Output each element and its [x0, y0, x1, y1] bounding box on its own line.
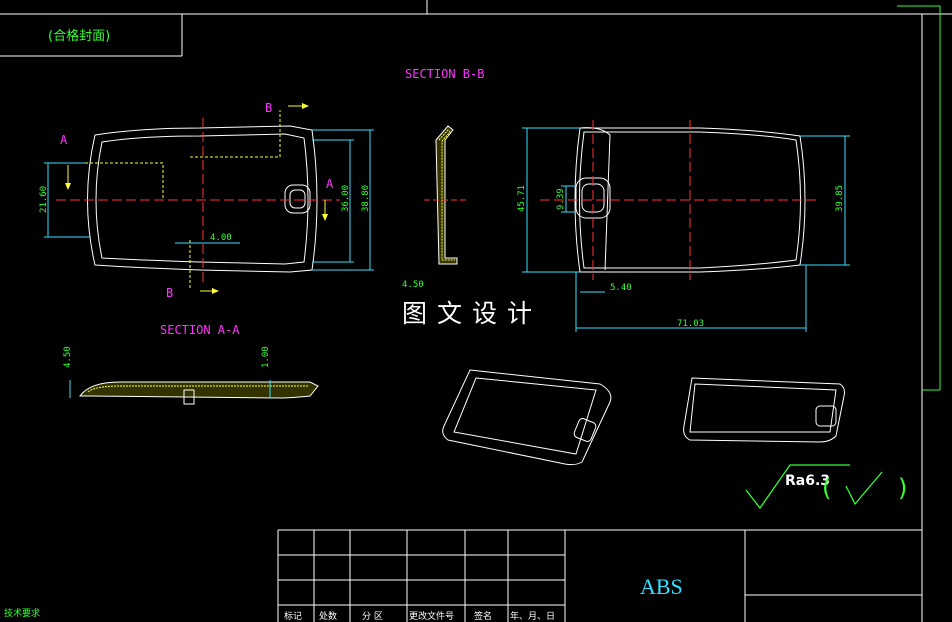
- section-bb-view: 4.50: [402, 125, 466, 290]
- isometric-view-open: [442, 369, 612, 466]
- label-b-bottom: B: [166, 286, 173, 300]
- dim-1-00: 1.00: [261, 346, 271, 368]
- header-signature: 签名: [474, 610, 492, 622]
- section-aa-view: 4.50 1.00: [63, 346, 319, 405]
- dim-4-00: 4.00: [210, 233, 232, 243]
- dim-39-85: 39.85: [835, 185, 845, 212]
- tech-requirements: 技术要求: [4, 607, 40, 619]
- title-block-label: (合格封面): [48, 28, 110, 44]
- dim-38-80: 38.80: [361, 185, 371, 212]
- header-mark: 标记: [284, 610, 302, 622]
- roughness-paren-right: ): [898, 474, 907, 502]
- title-table: [278, 530, 922, 622]
- header-date: 年、月、日: [510, 610, 555, 622]
- corner-mark: [897, 5, 941, 391]
- title-table-headers: 标记 处数 分 区 更改文件号 签名 年、月、日: [284, 610, 555, 622]
- roughness-symbol: [745, 464, 883, 510]
- plan-view: A A B B 21.60 36.00 38.80 4.00: [39, 101, 374, 300]
- dim-45-71: 45.71: [517, 185, 527, 212]
- isometric-view-closed: [683, 377, 845, 443]
- dim-4-50-aa: 4.50: [63, 346, 73, 368]
- side-view: 45.71 9.39 39.85 5.40 71.03: [517, 120, 850, 332]
- dim-4-50-top: 4.50: [402, 280, 424, 290]
- dim-9-39: 9.39: [556, 188, 566, 210]
- material-label: ABS: [640, 574, 683, 599]
- header-count: 处数: [319, 610, 337, 622]
- dim-21-60: 21.60: [39, 186, 49, 213]
- header-change-doc: 更改文件号: [409, 610, 454, 622]
- watermark-text: 图文设计: [402, 299, 542, 328]
- roughness-label: Ra6.3: [785, 473, 830, 489]
- header-zone: 分 区: [362, 611, 383, 622]
- roughness-paren-left: (: [822, 474, 831, 502]
- label-a-left: A: [60, 133, 68, 147]
- dim-5-40: 5.40: [610, 283, 632, 293]
- label-a-right: A: [326, 177, 334, 191]
- section-bb-label: SECTION B-B: [405, 67, 484, 81]
- dim-71-03: 71.03: [677, 319, 704, 329]
- dim-36-00: 36.00: [341, 185, 351, 212]
- label-b-top: B: [265, 101, 272, 115]
- section-aa-label: SECTION A-A: [160, 323, 240, 337]
